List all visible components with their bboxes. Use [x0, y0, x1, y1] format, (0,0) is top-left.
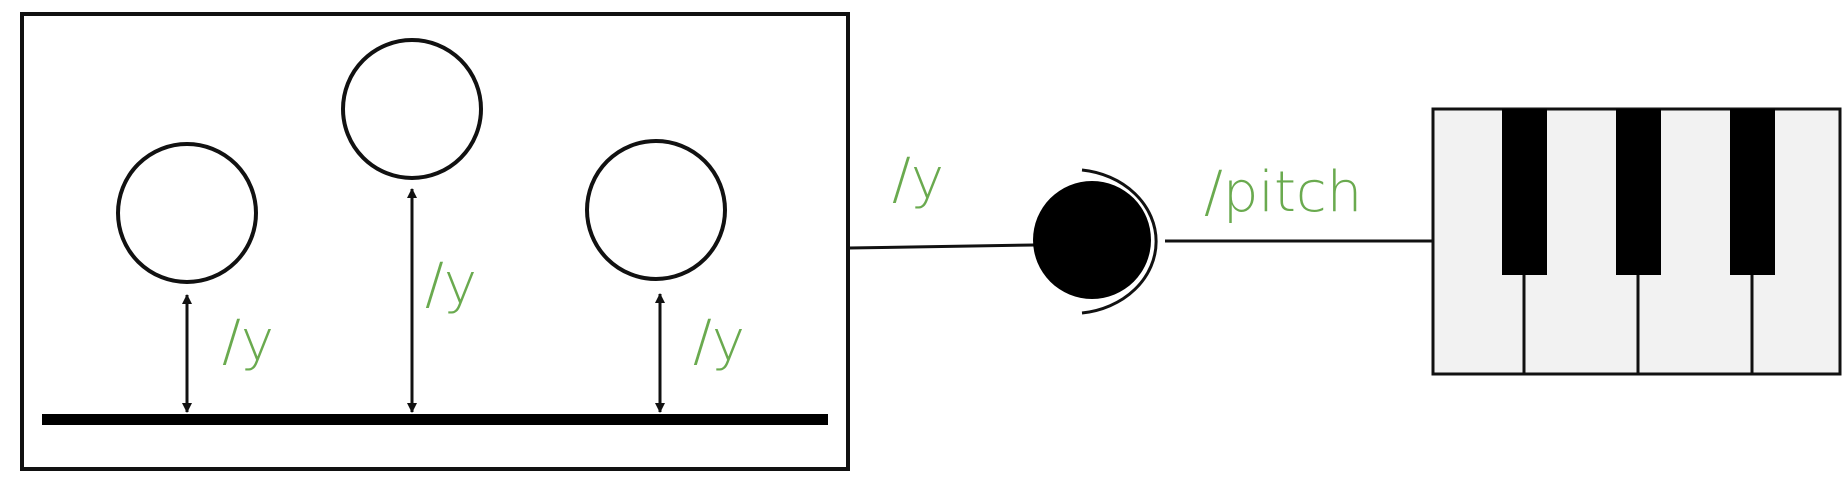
label-ball-left-y: /y [222, 309, 274, 374]
sound-source [1033, 181, 1151, 299]
ball-middle [341, 38, 483, 180]
label-ball-middle-y: /y [425, 252, 477, 317]
ball-right [585, 139, 727, 281]
black-key [1502, 109, 1547, 275]
piano-keyboard [1431, 107, 1842, 376]
black-key [1730, 109, 1775, 275]
floor-bar [42, 414, 828, 425]
connection-line-y [848, 243, 1035, 250]
ball-left [116, 142, 258, 284]
sound-wave-arc [1081, 168, 1158, 315]
label-connection-pitch: /pitch [1204, 160, 1362, 225]
ball-scene-frame [20, 12, 850, 471]
label-ball-right-y: /y [693, 309, 745, 374]
black-key [1616, 109, 1661, 275]
label-connection-y: /y [892, 147, 944, 212]
